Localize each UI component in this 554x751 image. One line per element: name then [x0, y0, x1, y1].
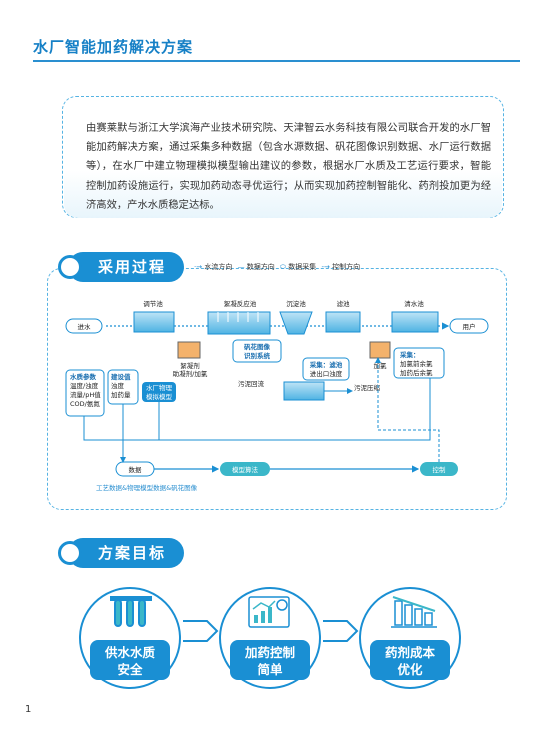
water-params-2: 流量/pH值 — [70, 390, 101, 399]
filter-sampling-a: 采集：滤池 — [310, 360, 343, 369]
sed-tank-label: 沉淀池 — [286, 299, 306, 308]
goal-label-bg-2 — [230, 640, 310, 680]
goal-label-3: 药剂成本 优化 — [360, 644, 460, 678]
model-algo-node — [220, 462, 270, 476]
inlet-node — [65, 318, 103, 334]
chlorine-label: 加氯 — [374, 361, 388, 370]
coag-tank — [207, 311, 271, 335]
water-params-3: COD/氨氮 — [70, 399, 100, 408]
sed-tank — [279, 311, 313, 335]
chlorine-sampling-c: 加药后余氯 — [400, 368, 433, 377]
page-title: 水厂智能加药解决方案 — [33, 38, 194, 56]
goal-1-line-2: 安全 — [117, 662, 143, 677]
heading-dot-icon — [58, 255, 82, 279]
chlorine-unit — [369, 341, 391, 359]
dosing-instr-0: 建设值 — [110, 372, 131, 381]
dosing-label-b: 助凝剂/加氯 — [173, 369, 208, 378]
filter-tank — [325, 311, 361, 333]
regulating-tank-label: 调节池 — [143, 299, 163, 308]
heading-dot-icon — [58, 541, 82, 565]
water-params-box — [65, 369, 105, 417]
water-params-1: 温度/浊度 — [70, 381, 99, 390]
alum-recognition-box — [232, 339, 282, 363]
data-label: 数据 — [129, 465, 143, 474]
cost-down-chart-icon — [391, 596, 437, 628]
legend-water-flow: 水流方向 — [204, 263, 233, 271]
goals-heading-text: 方案目标 — [98, 544, 167, 562]
filter-sampling-box — [302, 357, 350, 381]
control-label: 控制 — [433, 465, 447, 474]
coag-mixers — [217, 312, 259, 322]
goals-heading: 方案目标 — [58, 538, 185, 568]
goal-2-line-2: 简单 — [257, 662, 283, 677]
sludge-return-label: 污泥回流 — [238, 379, 265, 388]
chlorine-sampling-a: 采集： — [400, 350, 420, 359]
alum-label-b: 识别系统 — [244, 351, 271, 360]
intro-box-fill — [64, 170, 502, 218]
control-node — [420, 462, 458, 476]
goal-3-line-1: 药剂成本 — [384, 645, 435, 660]
control-line — [375, 357, 440, 462]
page-number: 1 — [25, 704, 32, 715]
process-legend: ·→ 水流方向 — 数据方向 ⬭ 数据采集 -→ 控制方向 — [194, 263, 361, 271]
intro-text: 由赛莱默与浙江大学滨海产业技术研究院、天津智云水务科技有限公司联合开发的水厂智能… — [86, 122, 491, 211]
filter-sampling-b: 进出口浊度 — [310, 369, 343, 378]
process-box — [47, 268, 507, 510]
phys-model-1: 模拟模型 — [146, 392, 173, 401]
legend-data-direction: 数据方向 — [246, 263, 275, 271]
regulating-tank — [133, 311, 175, 333]
water-params-0: 水质参数 — [70, 372, 97, 381]
goal-label-bg-1 — [90, 640, 170, 680]
goal-arrow-2 — [323, 620, 359, 642]
dosing-instr-1: 浊度 — [111, 381, 125, 390]
process-heading-text: 采用过程 — [98, 258, 167, 276]
dashboard-gear-icon — [248, 596, 290, 628]
phys-model-box — [142, 382, 176, 402]
goal-label-1: 供水水质 安全 — [80, 644, 180, 678]
phys-model-0: 水厂物理 — [146, 383, 173, 392]
clear-tank-label: 清水池 — [404, 299, 424, 308]
goal-arrow-1 — [183, 620, 219, 642]
data-return-line — [83, 378, 431, 441]
dosing-instr-2: 加药量 — [111, 390, 131, 399]
test-tubes-icon — [110, 596, 152, 627]
filter-tank-label: 滤池 — [337, 299, 351, 308]
chlorine-sampling-b: 加氯前余氯 — [400, 359, 433, 368]
model-algo-label: 模型算法 — [232, 465, 259, 474]
legend-data-collection: 数据采集 — [288, 263, 317, 271]
goal-3-line-2: 优化 — [397, 662, 423, 677]
dosing-unit-1 — [177, 341, 201, 359]
chlorine-sampling-box — [393, 347, 445, 379]
goal-label-bg-3 — [370, 640, 450, 680]
alum-label-a: 矾花图像 — [244, 342, 271, 351]
dosing-label-a: 絮凝剂 — [180, 361, 200, 370]
process-flow-diagram: 进水 调节池 絮凝反应池 沉淀池 滤池 清水池 用户 絮凝剂 助凝剂/加氯 矾花… — [65, 299, 489, 492]
goal-2-line-1: 加药控制 — [244, 645, 295, 660]
goal-circle-2 — [219, 587, 321, 689]
goal-label-2: 加药控制 简单 — [220, 644, 320, 678]
inlet-label: 进水 — [78, 322, 92, 331]
coag-tank-label: 絮凝反应池 — [224, 299, 257, 308]
user-node — [449, 318, 489, 334]
goals-graphic — [79, 587, 461, 689]
process-footnote: 工艺数据&物理模型数据&矾花图像 — [96, 483, 198, 492]
sludge-compress-label: 污泥压缩 — [354, 383, 381, 392]
user-label: 用户 — [463, 322, 476, 331]
legend-control-direction: 控制方向 — [332, 263, 361, 271]
data-branch-lines — [122, 402, 160, 440]
sludge-tank — [283, 381, 325, 401]
process-heading: 采用过程 — [58, 252, 185, 282]
title-divider — [33, 60, 520, 62]
goal-circle-3 — [359, 587, 461, 689]
clear-tank — [391, 311, 439, 333]
goal-1-line-1: 供水水质 — [104, 645, 155, 660]
goal-circle-1 — [79, 587, 181, 689]
